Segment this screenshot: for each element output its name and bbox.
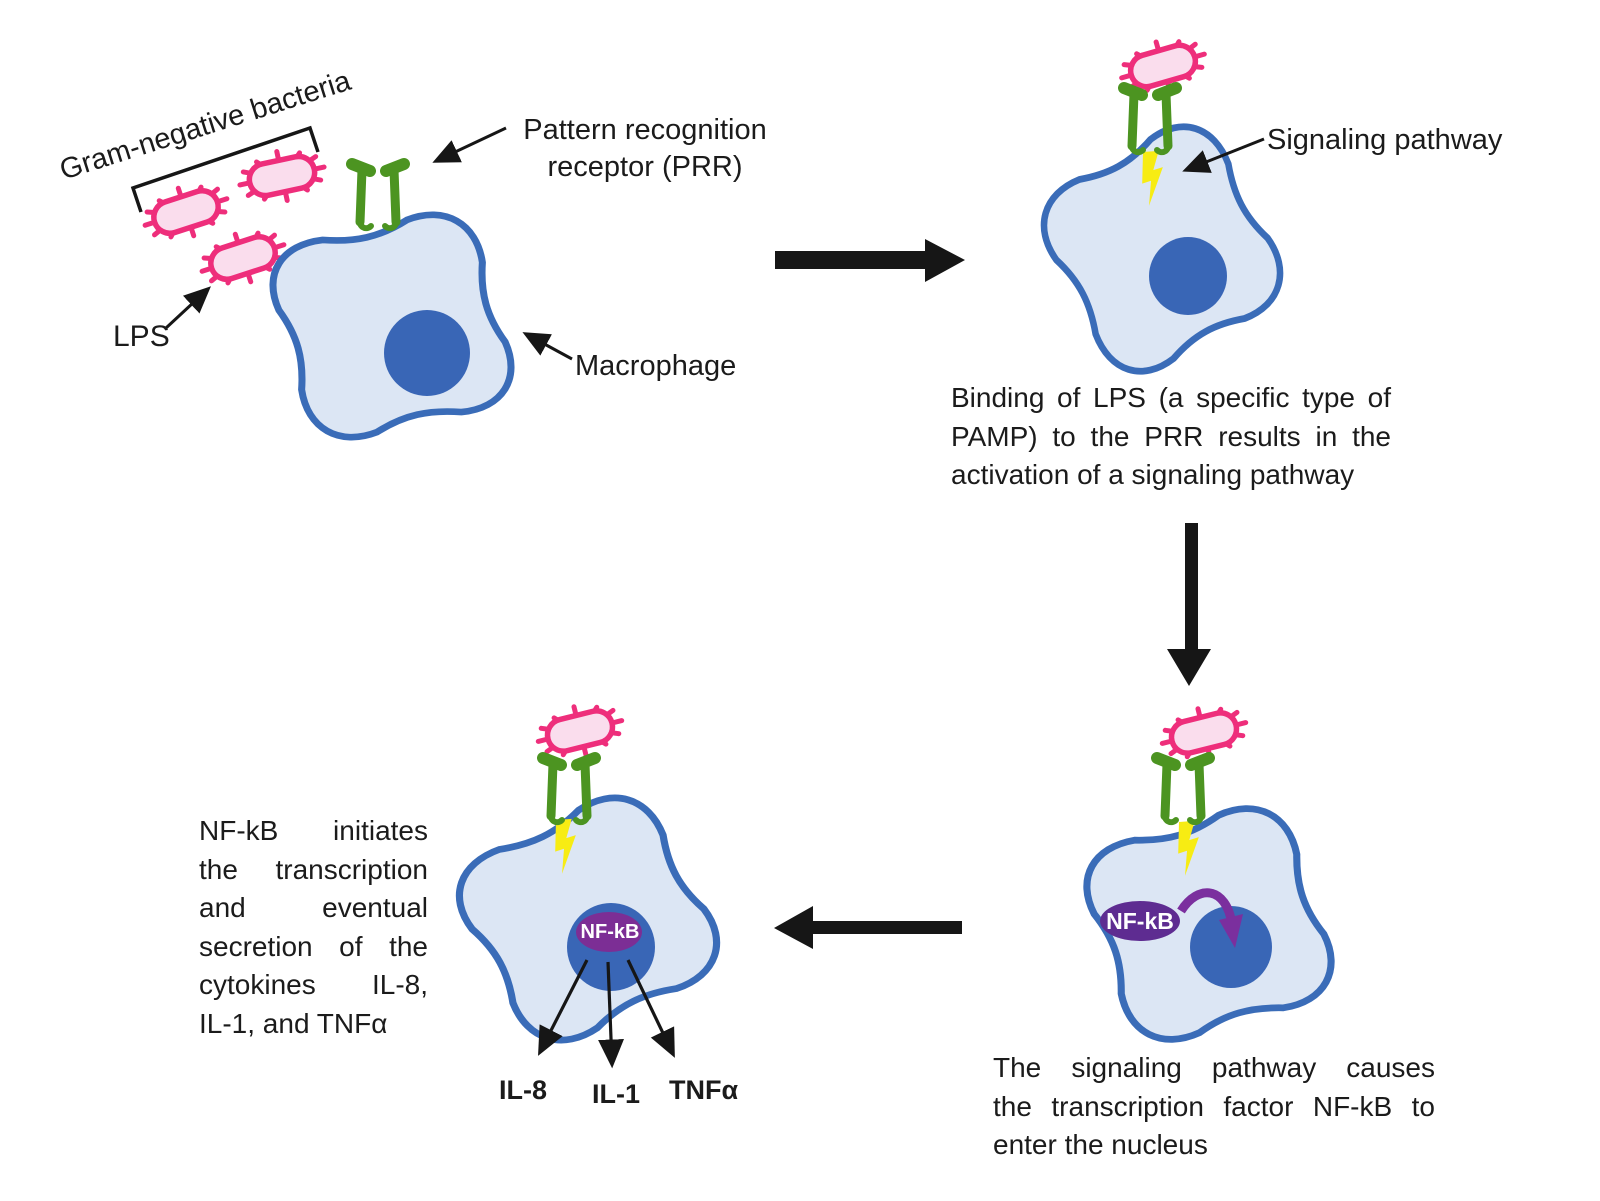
nfkb-label: NF-kB <box>1106 907 1174 934</box>
flow-arrow-left-icon <box>774 906 962 949</box>
nfkb-entry-arrowhead <box>1219 914 1243 948</box>
bacterium-icon <box>235 143 330 210</box>
caption-line: enter the nucleus <box>993 1129 1208 1160</box>
cytokine-arrow <box>538 959 589 1056</box>
prr-receptor-icon <box>543 758 595 822</box>
nfkb-molecule <box>1100 901 1180 941</box>
macrophage-cell <box>253 164 531 458</box>
caption-line: The signaling pathway causes <box>993 1052 1435 1083</box>
nfkb-label: NF-kB <box>580 920 640 943</box>
signaling-pathway-label: Signaling pathway <box>1267 124 1503 156</box>
flow-arrow-down-icon <box>1167 523 1211 686</box>
flow-arrow-right-icon <box>775 239 965 282</box>
caption-line: secretion of the <box>199 930 428 962</box>
caption-line: activation of a signaling pathway <box>951 459 1355 490</box>
macrophage-cell-secreting <box>452 696 724 1069</box>
caption-line: NF-kB initiates <box>199 815 428 846</box>
tnfa-label: TNFα <box>669 1075 739 1105</box>
nucleus-entry-caption: The signaling pathway causes the transcr… <box>993 1049 1435 1165</box>
cell-nucleus <box>384 310 470 396</box>
nfkb-molecule <box>576 912 642 952</box>
prr-receptor-icon <box>1157 758 1209 822</box>
macrophage-label: Macrophage <box>575 350 737 382</box>
prr-label-line: receptor (PRR) <box>547 151 743 183</box>
signaling-pointer-arrow <box>1182 137 1265 173</box>
prr-label: Pattern recognition receptor (PRR) <box>505 112 785 186</box>
caption-line: PAMP) to the PRR results in the <box>951 420 1391 452</box>
macrophage-pointer-arrow <box>522 332 573 361</box>
cytokine-secretion-caption: NF-kB initiates the transcription and ev… <box>199 812 428 1044</box>
caption-line: and eventual <box>199 892 428 924</box>
prr-receptor-icon <box>352 164 404 228</box>
lps-label: LPS <box>113 320 170 353</box>
caption-line: the transcription <box>199 853 428 885</box>
cell-nucleus <box>1149 237 1227 315</box>
prr-label-line: Pattern recognition <box>523 114 767 146</box>
gram-negative-bracket <box>130 125 320 213</box>
cytokine-secretion-arrows <box>538 959 675 1069</box>
prr-pointer-arrow <box>432 126 507 163</box>
macrophage-cell-activated <box>1035 30 1289 380</box>
caption-line: cytokines IL-8, <box>199 969 428 1001</box>
il1-label: IL-1 <box>592 1079 641 1109</box>
binding-caption: Binding of LPS (a specific type of PAMP)… <box>951 379 1391 495</box>
il8-label: IL-8 <box>499 1075 548 1105</box>
caption-line: Binding of LPS (a specific type of <box>951 382 1391 413</box>
caption-line: IL-1, and TNFα <box>199 1007 388 1039</box>
cell-nucleus <box>1190 906 1272 988</box>
nfkb-entry-arrow <box>1177 888 1237 925</box>
macrophage-cell-nfkb <box>1074 698 1344 1053</box>
caption-line: the transcription factor NF-kB to <box>993 1090 1435 1122</box>
cytokine-arrow <box>626 959 675 1058</box>
cytokine-arrow <box>598 961 624 1069</box>
bacterium-icon <box>137 175 234 249</box>
lps-pointer-arrow <box>164 286 211 330</box>
